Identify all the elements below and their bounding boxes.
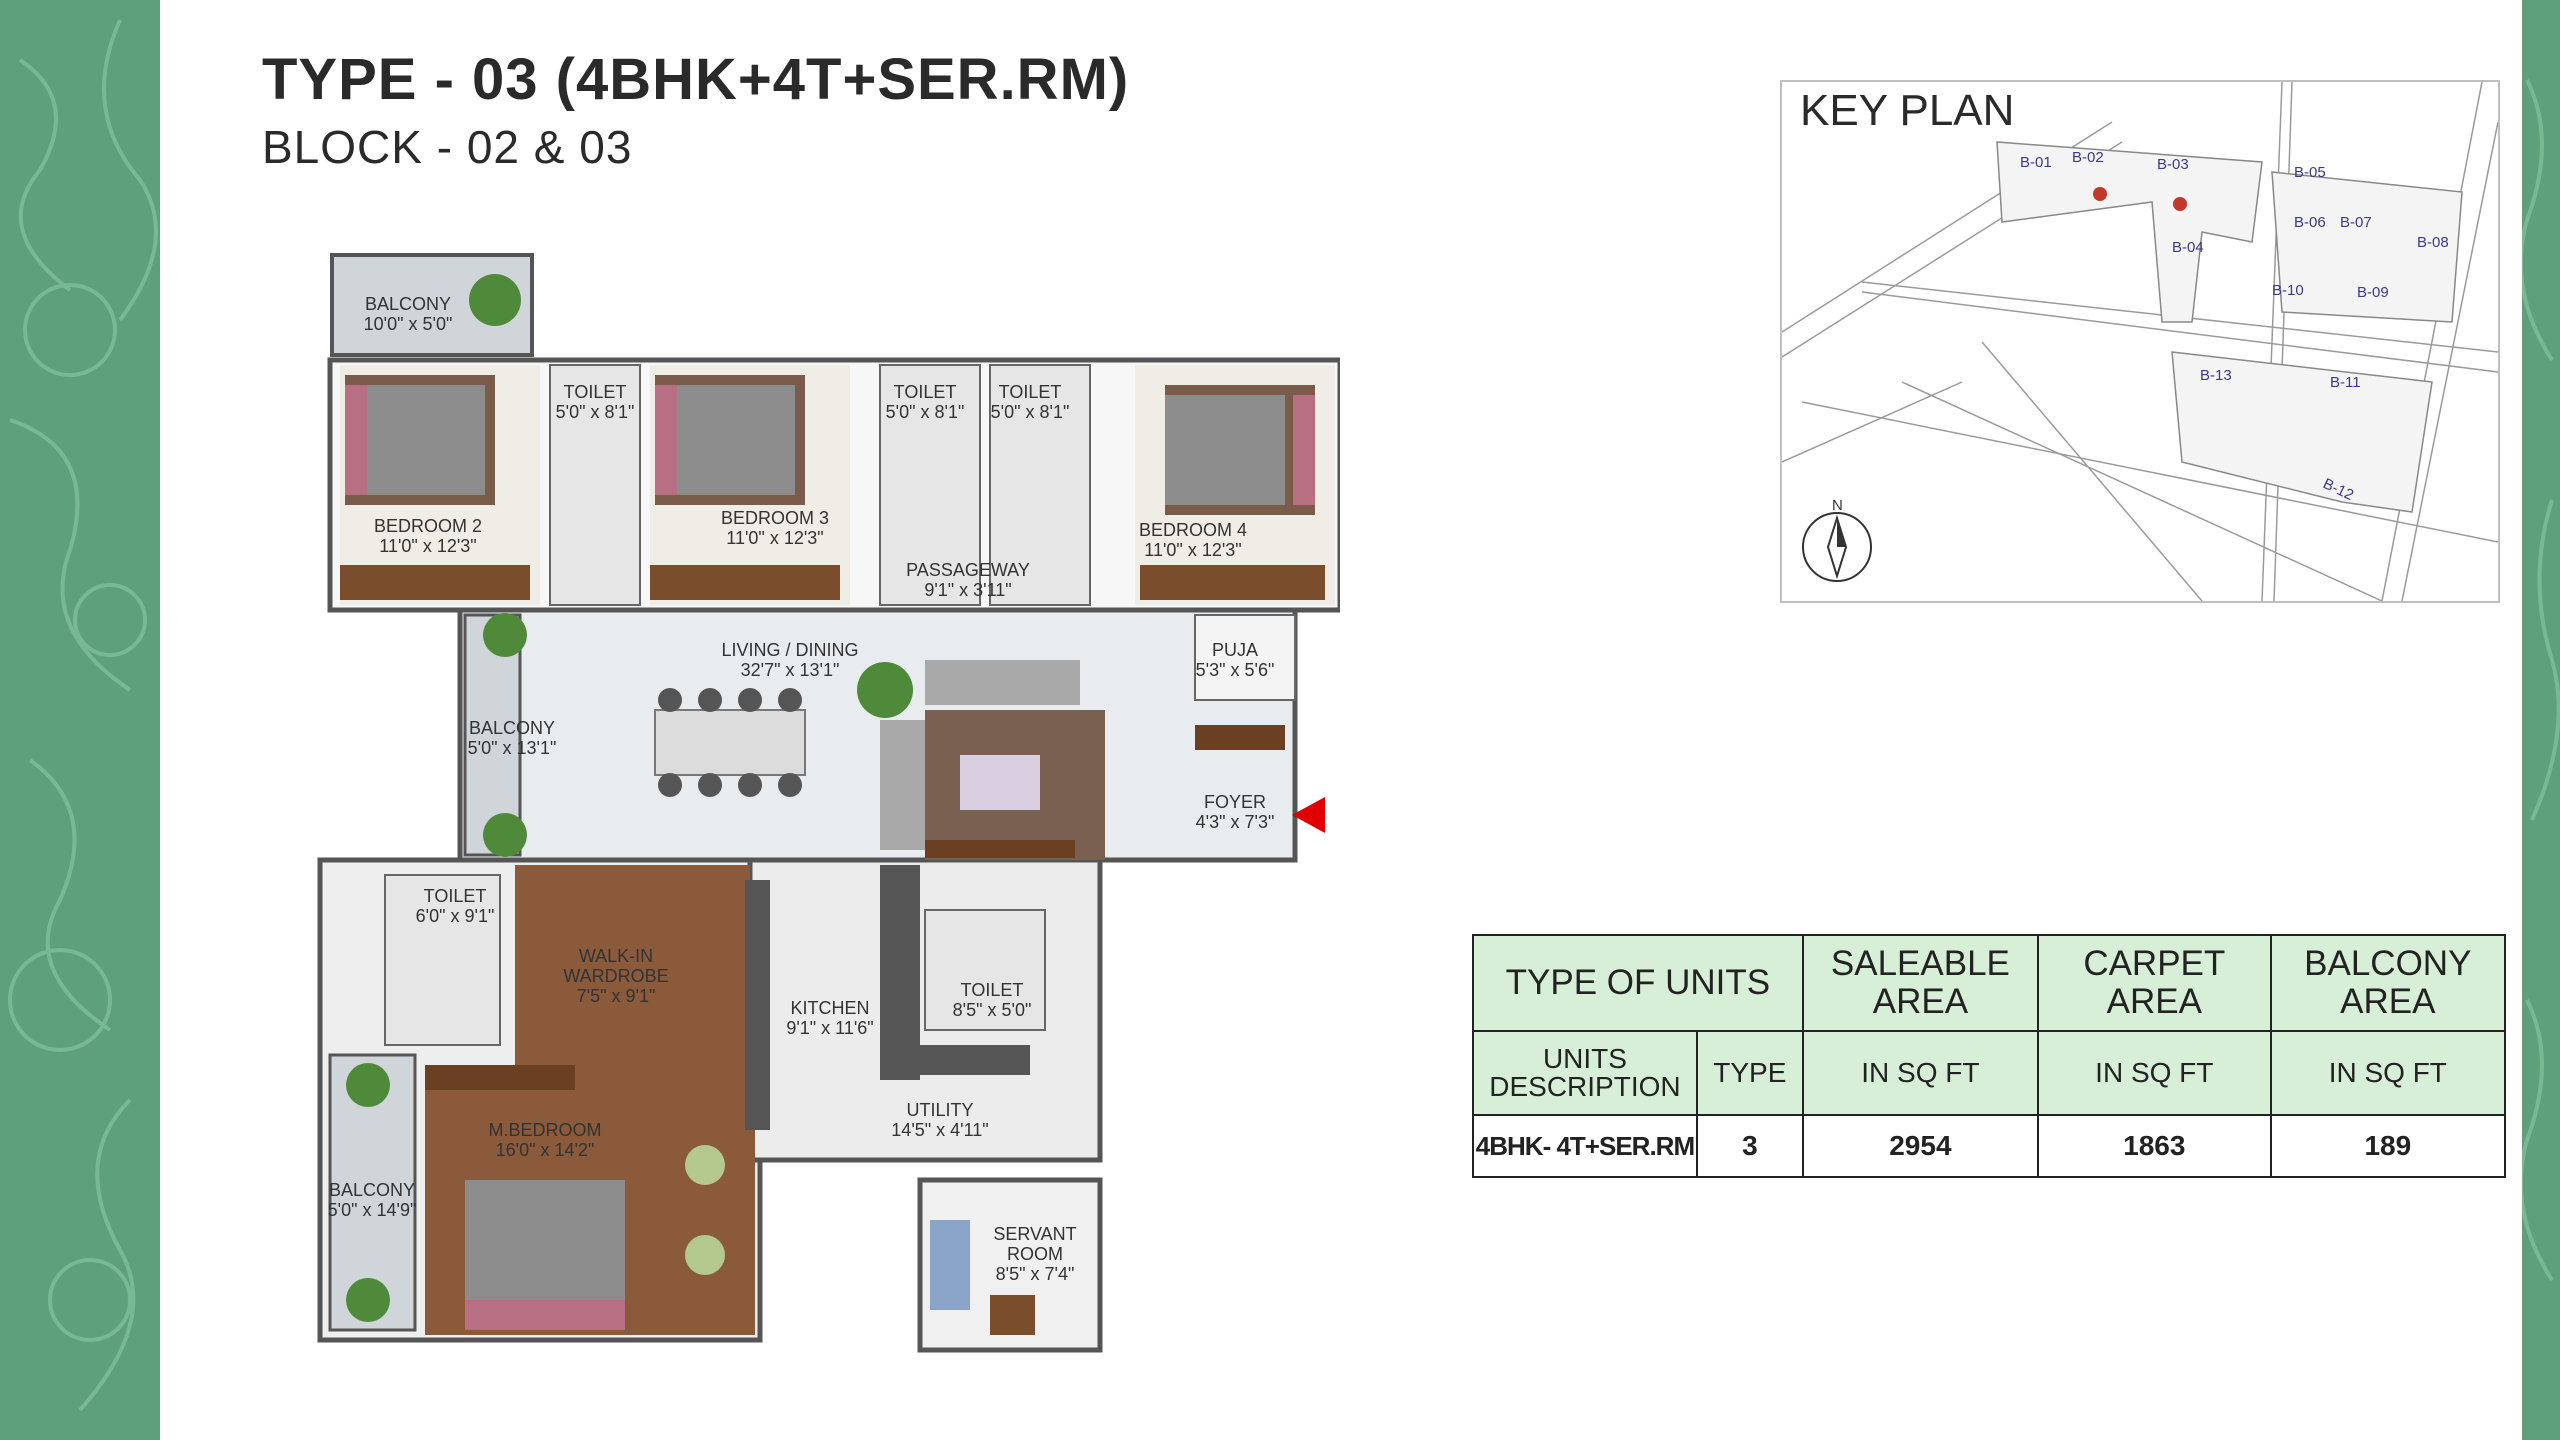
passageway-dim: 9'1" x 3'11" — [924, 580, 1011, 600]
header-balcony-area: BALCONY AREA — [2269, 934, 2507, 1032]
balcony-left-dim: 5'0" x 13'1" — [468, 738, 557, 758]
row-carpet: 1863 — [2036, 1114, 2272, 1178]
entry-arrow-icon — [1292, 797, 1325, 833]
foyer-dim: 4'3" x 7'3" — [1196, 812, 1275, 832]
north-label: N — [1832, 497, 1843, 514]
master-bedroom-label: M.BEDROOM — [488, 1120, 601, 1140]
toilet-4-dim: 8'5" x 5'0" — [953, 1000, 1032, 1020]
header-type-of-units: TYPE OF UNITS — [1472, 934, 1804, 1032]
block-label: B-04 — [2172, 239, 2204, 256]
floor-plan: BALCONY 10'0" x 5'0" TOILET 5'0" x 8'1" … — [317, 253, 1340, 1353]
wardrobe-label: WALK-IN — [579, 946, 653, 966]
row-description: 4BHK- 4T+SER.RM — [1472, 1114, 1698, 1178]
sub-units-description: UNITS DESCRIPTION — [1472, 1030, 1698, 1116]
bedroom-3-label: BEDROOM 3 — [721, 508, 829, 528]
page-title: TYPE - 03 (4BHK+4T+SER.RM) — [262, 47, 1130, 112]
wardrobe-floor — [515, 865, 750, 1065]
key-plan: B-01 B-02 B-03 B-04 B-05 B-06 B-07 B-08 … — [1780, 80, 2500, 603]
bed-icon — [1165, 385, 1315, 515]
block-label: B-13 — [2200, 367, 2232, 384]
kitchen-dim: 9'1" x 11'6" — [786, 1018, 873, 1038]
toilet-4-label: TOILET — [961, 980, 1024, 1000]
block-label: B-10 — [2272, 282, 2304, 299]
block-label: B-06 — [2294, 214, 2326, 231]
dining-table-icon — [654, 688, 806, 797]
toilet-master-label: TOILET — [424, 886, 487, 906]
block-label: B-07 — [2340, 214, 2372, 231]
balcony-master-label: BALCONY — [329, 1180, 415, 1200]
living-dining-dim: 32'7" x 13'1" — [741, 660, 840, 680]
sofa-icon — [880, 660, 1105, 860]
wardrobe-label-2: WARDROBE — [563, 966, 668, 986]
block-label: B-01 — [2020, 154, 2052, 171]
balcony-top-dim: 10'0" x 5'0" — [364, 314, 453, 334]
passageway-label: PASSAGEWAY — [906, 560, 1030, 580]
site-map: B-01 B-02 B-03 B-04 B-05 B-06 B-07 B-08 … — [1782, 82, 2498, 601]
foyer-label: FOYER — [1204, 792, 1266, 812]
block-label: B-11 — [2330, 374, 2361, 391]
row-type: 3 — [1695, 1114, 1804, 1178]
row-saleable: 2954 — [1801, 1114, 2039, 1178]
block-label: B-09 — [2357, 284, 2389, 301]
block-label: B-03 — [2157, 156, 2189, 173]
master-bedroom-dim: 16'0" x 14'2" — [496, 1140, 595, 1160]
toilet-3-label: TOILET — [999, 382, 1062, 402]
bed-icon — [655, 375, 805, 505]
plant-icon — [857, 662, 913, 718]
sub-balcony-unit: IN SQ FT — [2269, 1030, 2507, 1116]
bedroom-4-dim: 11'0" x 12'3" — [1144, 540, 1241, 560]
block-label: B-05 — [2294, 164, 2326, 181]
utility-dim: 14'5" x 4'11" — [891, 1120, 988, 1140]
bed-icon — [465, 1180, 625, 1330]
servant-room-dim: 8'5" x 7'4" — [996, 1264, 1075, 1284]
bedroom-2-dim: 11'0" x 12'3" — [379, 536, 476, 556]
sub-carpet-unit: IN SQ FT — [2036, 1030, 2272, 1116]
balcony-left-label: BALCONY — [469, 718, 555, 738]
bedroom-3-dim: 11'0" x 12'3" — [726, 528, 823, 548]
bedroom-2-label: BEDROOM 2 — [374, 516, 482, 536]
toilet-3-dim: 5'0" x 8'1" — [991, 402, 1070, 422]
bedroom-4-label: BEDROOM 4 — [1139, 520, 1247, 540]
highlight-markers — [2093, 187, 2187, 211]
page-subtitle: BLOCK - 02 & 03 — [262, 121, 633, 173]
paisley-pattern-icon — [8, 19, 158, 1412]
compass-icon: N — [1802, 497, 1872, 582]
plant-icon — [469, 274, 521, 326]
utility-label: UTILITY — [906, 1100, 973, 1120]
unit-area-table: TYPE OF UNITS SALEABLE AREA CARPET AREA … — [1472, 934, 2507, 1178]
puja-dim: 5'3" x 5'6" — [1196, 660, 1275, 680]
wardrobe-dim: 7'5" x 9'1" — [577, 986, 656, 1006]
left-decorative-border — [0, 0, 160, 1440]
kitchen-label: KITCHEN — [790, 998, 869, 1018]
block-label: B-02 — [2072, 149, 2104, 166]
header-carpet-area: CARPET AREA — [2036, 934, 2272, 1032]
right-decorative-border — [2522, 0, 2560, 1440]
block-label: B-08 — [2417, 234, 2449, 251]
row-balcony: 189 — [2269, 1114, 2507, 1178]
servant-room-label: SERVANT — [993, 1224, 1076, 1244]
servant-room-label-2: ROOM — [1007, 1244, 1063, 1264]
toilet-2-dim: 5'0" x 8'1" — [886, 402, 965, 422]
balcony-master-dim: 5'0" x 14'9" — [328, 1200, 417, 1220]
puja-label: PUJA — [1212, 640, 1258, 660]
toilet-2-label: TOILET — [894, 382, 957, 402]
key-plan-title: KEY PLAN — [1800, 86, 2015, 135]
sub-type: TYPE — [1695, 1030, 1804, 1116]
balcony-top-label: BALCONY — [365, 294, 451, 314]
toilet-1-dim: 5'0" x 8'1" — [556, 402, 635, 422]
paisley-pattern-icon — [2522, 79, 2560, 1282]
sub-saleable-unit: IN SQ FT — [1801, 1030, 2039, 1116]
header-saleable-area: SALEABLE AREA — [1801, 934, 2039, 1032]
toilet-master-dim: 6'0" x 9'1" — [416, 906, 495, 926]
bed-icon — [345, 375, 495, 505]
toilet-1-label: TOILET — [564, 382, 627, 402]
living-dining-label: LIVING / DINING — [721, 640, 858, 660]
